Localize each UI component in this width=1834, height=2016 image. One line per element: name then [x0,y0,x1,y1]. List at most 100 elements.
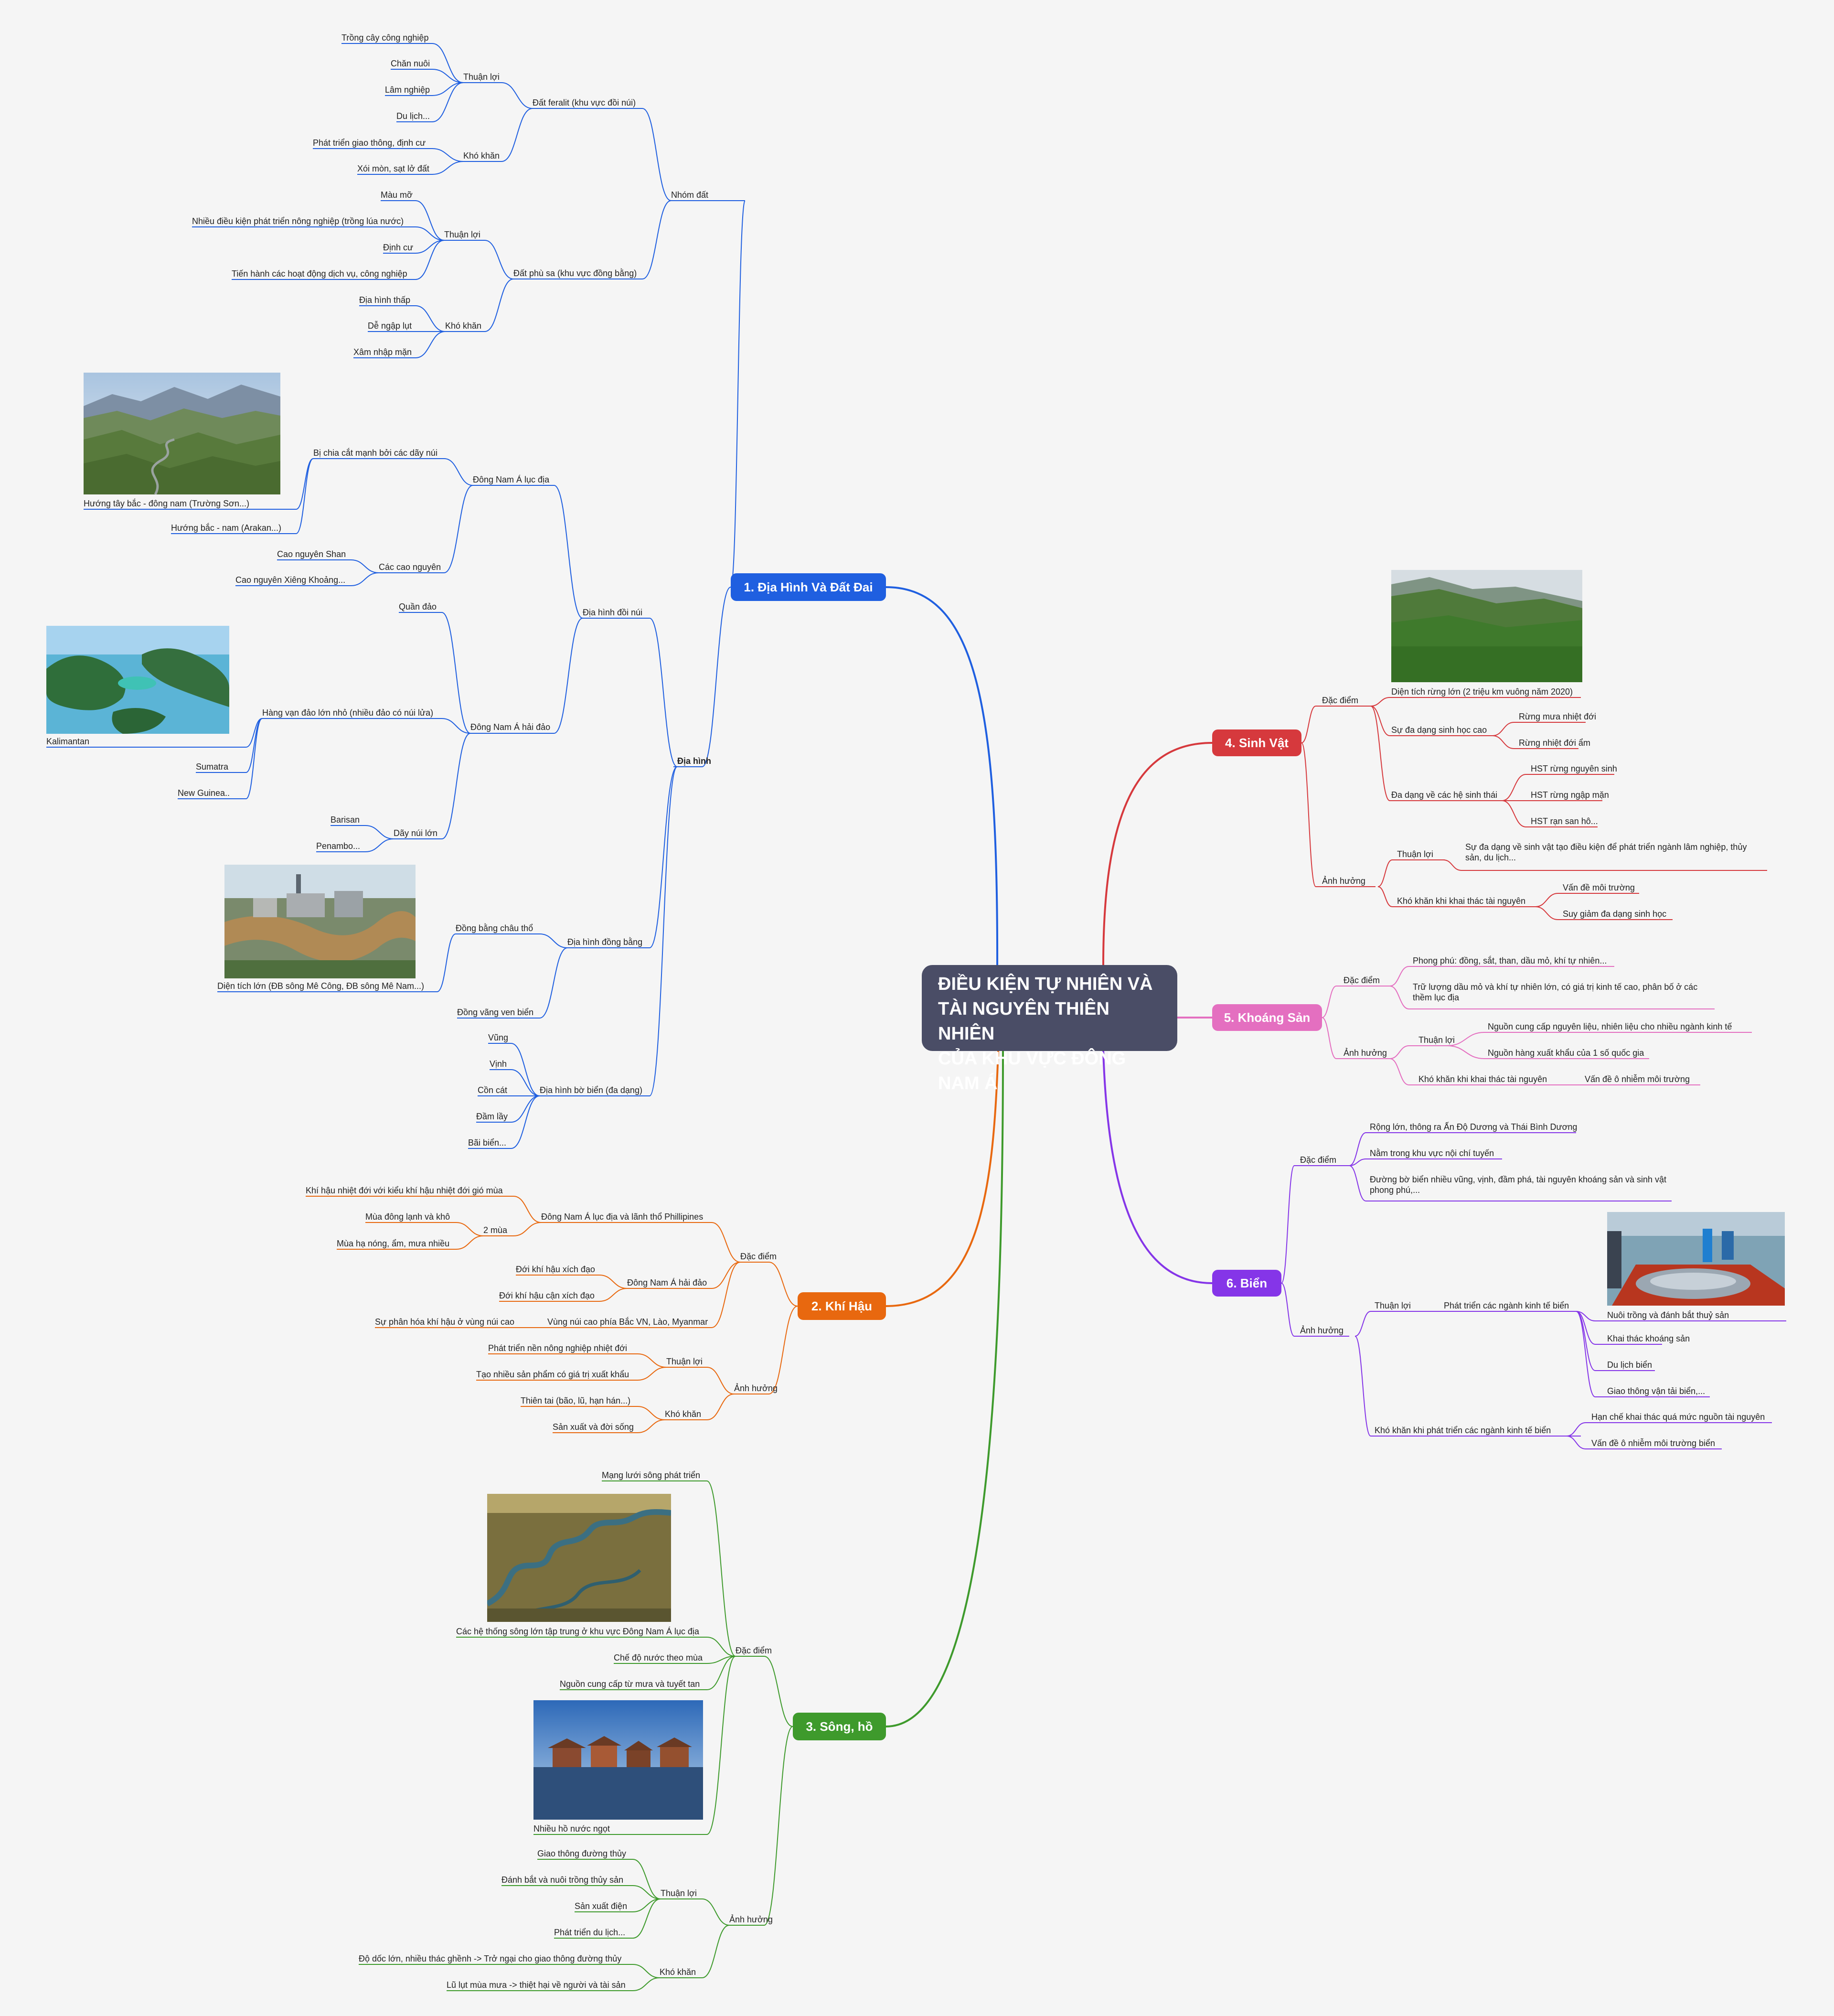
node-label[interactable]: Hạn chế khai thác quá mức nguồn tài nguy… [1591,1412,1765,1422]
node-label[interactable]: Nguồn hàng xuất khẩu của 1 số quốc gia [1488,1048,1644,1058]
node-label[interactable]: Khó khăn khi khai thác tài nguyên [1418,1074,1547,1084]
node-label[interactable]: Thuận lợi [1418,1035,1455,1045]
node-label[interactable]: Khó khăn [660,1967,696,1977]
node-label[interactable]: Vịnh [490,1059,507,1069]
node-label[interactable]: Thuận lợi [463,72,500,82]
node-label[interactable]: Đầm lầy [476,1112,508,1121]
node-label[interactable]: Tiến hành các hoạt động dịch vụ, công ng… [232,269,407,279]
node-label[interactable]: 2 mùa [483,1225,508,1235]
node-label[interactable]: Ảnh hưởng [729,1915,773,1924]
node-label[interactable]: Diện tích lớn (ĐB sông Mê Công, ĐB sông … [217,981,424,991]
node-label[interactable]: Nuôi trồng và đánh bắt thuỷ sản [1607,1310,1729,1320]
node-label[interactable]: Đông Nam Á lục địa [473,475,550,484]
node-label[interactable]: HST rừng ngập mặn [1531,790,1609,800]
node-label[interactable]: Cao nguyên Xiêng Khoảng... [235,575,346,585]
node-label[interactable]: Đông Nam Á hải đảo [470,722,551,732]
node-label[interactable]: Nhiều hồ nước ngọt [533,1824,610,1834]
node-label[interactable]: Vấn đề ô nhiễm môi trường [1585,1074,1690,1084]
node-label[interactable]: Thuận lợi [666,1357,703,1366]
node-label[interactable]: Sản xuất và đời sống [553,1422,634,1432]
node-label[interactable]: Du lịch biển [1607,1360,1653,1370]
node-label[interactable]: Cồn cát [478,1085,508,1095]
node-label[interactable]: Hướng tây bắc - đông nam (Trường Sơn...) [84,499,249,508]
branch-khoang-san[interactable]: 5. Khoáng Sản [1212,1004,1322,1031]
node-label[interactable]: Đặc điểm [736,1646,772,1655]
node-label[interactable]: Cao nguyên Shan [277,549,346,559]
node-label[interactable]: Penambo... [316,841,361,851]
node-label[interactable]: Thuận lợi [661,1888,697,1898]
node-label[interactable]: Đặc điểm [1344,976,1380,985]
node-label[interactable]: Địa hình thấp [359,295,411,305]
node-label[interactable]: Sự phân hóa khí hậu ở vùng núi cao [375,1317,515,1327]
node-label[interactable]: Trồng cây công nghiệp [341,33,429,43]
node-label[interactable]: Thuận lợi [444,230,480,239]
node-label[interactable]: Kalimantan [46,737,90,746]
node-label[interactable]: Dễ ngập lụt [368,321,412,331]
node-label[interactable]: Thuận lợi [1397,849,1433,859]
node-label[interactable]: Giao thông vận tải biển,... [1607,1386,1706,1396]
node-label[interactable]: Sumatra [196,762,229,772]
node-label[interactable]: Đông Nam Á hải đảo [627,1278,707,1287]
node-label[interactable]: Thiên tai (bão, lũ, hạn hán...) [521,1396,631,1405]
node-label[interactable]: Nguồn cung cấp nguyên liệu, nhiên liệu c… [1488,1022,1732,1031]
node-label[interactable]: Thuận lợi [1375,1301,1411,1310]
node-label[interactable]: Nhóm đất [671,190,709,200]
node-label[interactable]: Địa hình đồng bằng [567,937,643,947]
node-label[interactable]: Đa dạng về các hệ sinh thái [1391,790,1498,800]
node-label[interactable]: Ảnh hưởng [734,1383,778,1393]
node-label[interactable]: Trữ lượng dầu mỏ và khí tự nhiên lớn, có… [1413,982,1698,1002]
node-label[interactable]: Định cư [383,243,414,252]
node-label[interactable]: Đông Nam Á lục địa và lãnh thổ Phillipin… [541,1212,704,1222]
node-label[interactable]: Rừng mưa nhiệt đới [1519,712,1596,721]
node-label[interactable]: Ảnh hưởng [1344,1048,1387,1058]
node-label[interactable]: Đặc điểm [740,1252,777,1261]
node-label[interactable]: Suy giảm đa dạng sinh học [1563,909,1667,919]
branch-dia-hinh-dat-dai[interactable]: 1. Địa Hình Và Đất Đai [731,573,886,601]
node-label[interactable]: Địa hình bờ biển (đa dạng) [540,1085,642,1095]
node-label[interactable]: Nguồn cung cấp từ mưa và tuyết tan [560,1679,700,1689]
node-label[interactable]: Địa hình [677,756,711,766]
node-label[interactable]: Ảnh hưởng [1300,1326,1344,1335]
node-label[interactable]: Phát triển giao thông, định cư [313,138,426,148]
node-label[interactable]: Màu mỡ [381,190,413,200]
node-label[interactable]: Đồng vãng ven biển [457,1008,534,1017]
central-topic[interactable]: ĐIỀU KIỆN TỰ NHIÊN VÀ TÀI NGUYÊN THIÊN N… [922,965,1177,1094]
node-label[interactable]: Vũng [488,1033,509,1042]
node-label[interactable]: Đất phù sa (khu vực đồng bằng) [513,268,637,278]
node-label[interactable]: Khó khăn [445,321,482,331]
node-label[interactable]: Phát triển các ngành kinh tế biển [1444,1301,1569,1310]
node-label[interactable]: Địa hình đồi núi [583,608,643,617]
node-label[interactable]: Các hệ thống sông lớn tập trung ở khu vự… [456,1627,699,1636]
branch-bien[interactable]: 6. Biển [1212,1270,1281,1297]
node-label[interactable]: Mạng lưới sông phát triển [602,1470,700,1480]
node-label[interactable]: Dãy núi lớn [394,828,437,838]
node-label[interactable]: Vùng núi cao phía Bắc VN, Lào, Myanmar [547,1317,708,1327]
node-label[interactable]: Giao thông đường thủy [537,1849,626,1858]
node-label[interactable]: Barisan [331,815,360,825]
node-label[interactable]: Nhiều điều kiện phát triển nông nghiệp (… [192,216,404,226]
node-label[interactable]: Chế độ nước theo mùa [614,1653,703,1662]
node-label[interactable]: Đánh bắt và nuôi trồng thủy sản [501,1875,624,1885]
branch-song-ho[interactable]: 3. Sông, hồ [793,1713,886,1740]
node-label[interactable]: Rộng lớn, thông ra Ấn Độ Dương và Thái B… [1370,1122,1578,1132]
node-label[interactable]: Sự đa dạng sinh học cao [1391,725,1487,735]
node-label[interactable]: Đồng bằng châu thổ [456,923,533,933]
node-label[interactable]: Xói mòn, sạt lở đất [357,164,429,173]
node-label[interactable]: Đặc điểm [1300,1155,1337,1165]
node-label[interactable]: Khí hậu nhiệt đới với kiểu khí hậu nhiệt… [306,1186,503,1195]
node-label[interactable]: Phát triển nền nông nghiệp nhiệt đới [488,1343,628,1353]
node-label[interactable]: New Guinea.. [178,788,230,798]
node-label[interactable]: Đặc điểm [1322,696,1359,705]
node-label[interactable]: Lâm nghiệp [385,85,430,95]
node-label[interactable]: Bị chia cắt mạnh bởi các dãy núi [313,448,437,458]
node-label[interactable]: Mùa hạ nóng, ẩm, mưa nhiều [337,1239,450,1248]
node-label[interactable]: Quần đảo [399,602,437,611]
node-label[interactable]: Tạo nhiều sản phẩm có giá trị xuất khẩu [476,1370,629,1379]
node-label[interactable]: Ảnh hưởng [1322,876,1365,886]
node-label[interactable]: Sự đa dạng về sinh vật tạo điều kiện để … [1465,842,1747,862]
node-label[interactable]: Khó khăn [463,151,500,161]
node-label[interactable]: Lũ lụt mùa mưa -> thiệt hại về người và … [447,1980,626,1990]
node-label[interactable]: Các cao nguyên [379,562,441,572]
node-label[interactable]: Đường bờ biển nhiều vũng, vịnh, đầm phá,… [1370,1175,1667,1195]
node-label[interactable]: Rừng nhiệt đới ẩm [1519,738,1590,748]
